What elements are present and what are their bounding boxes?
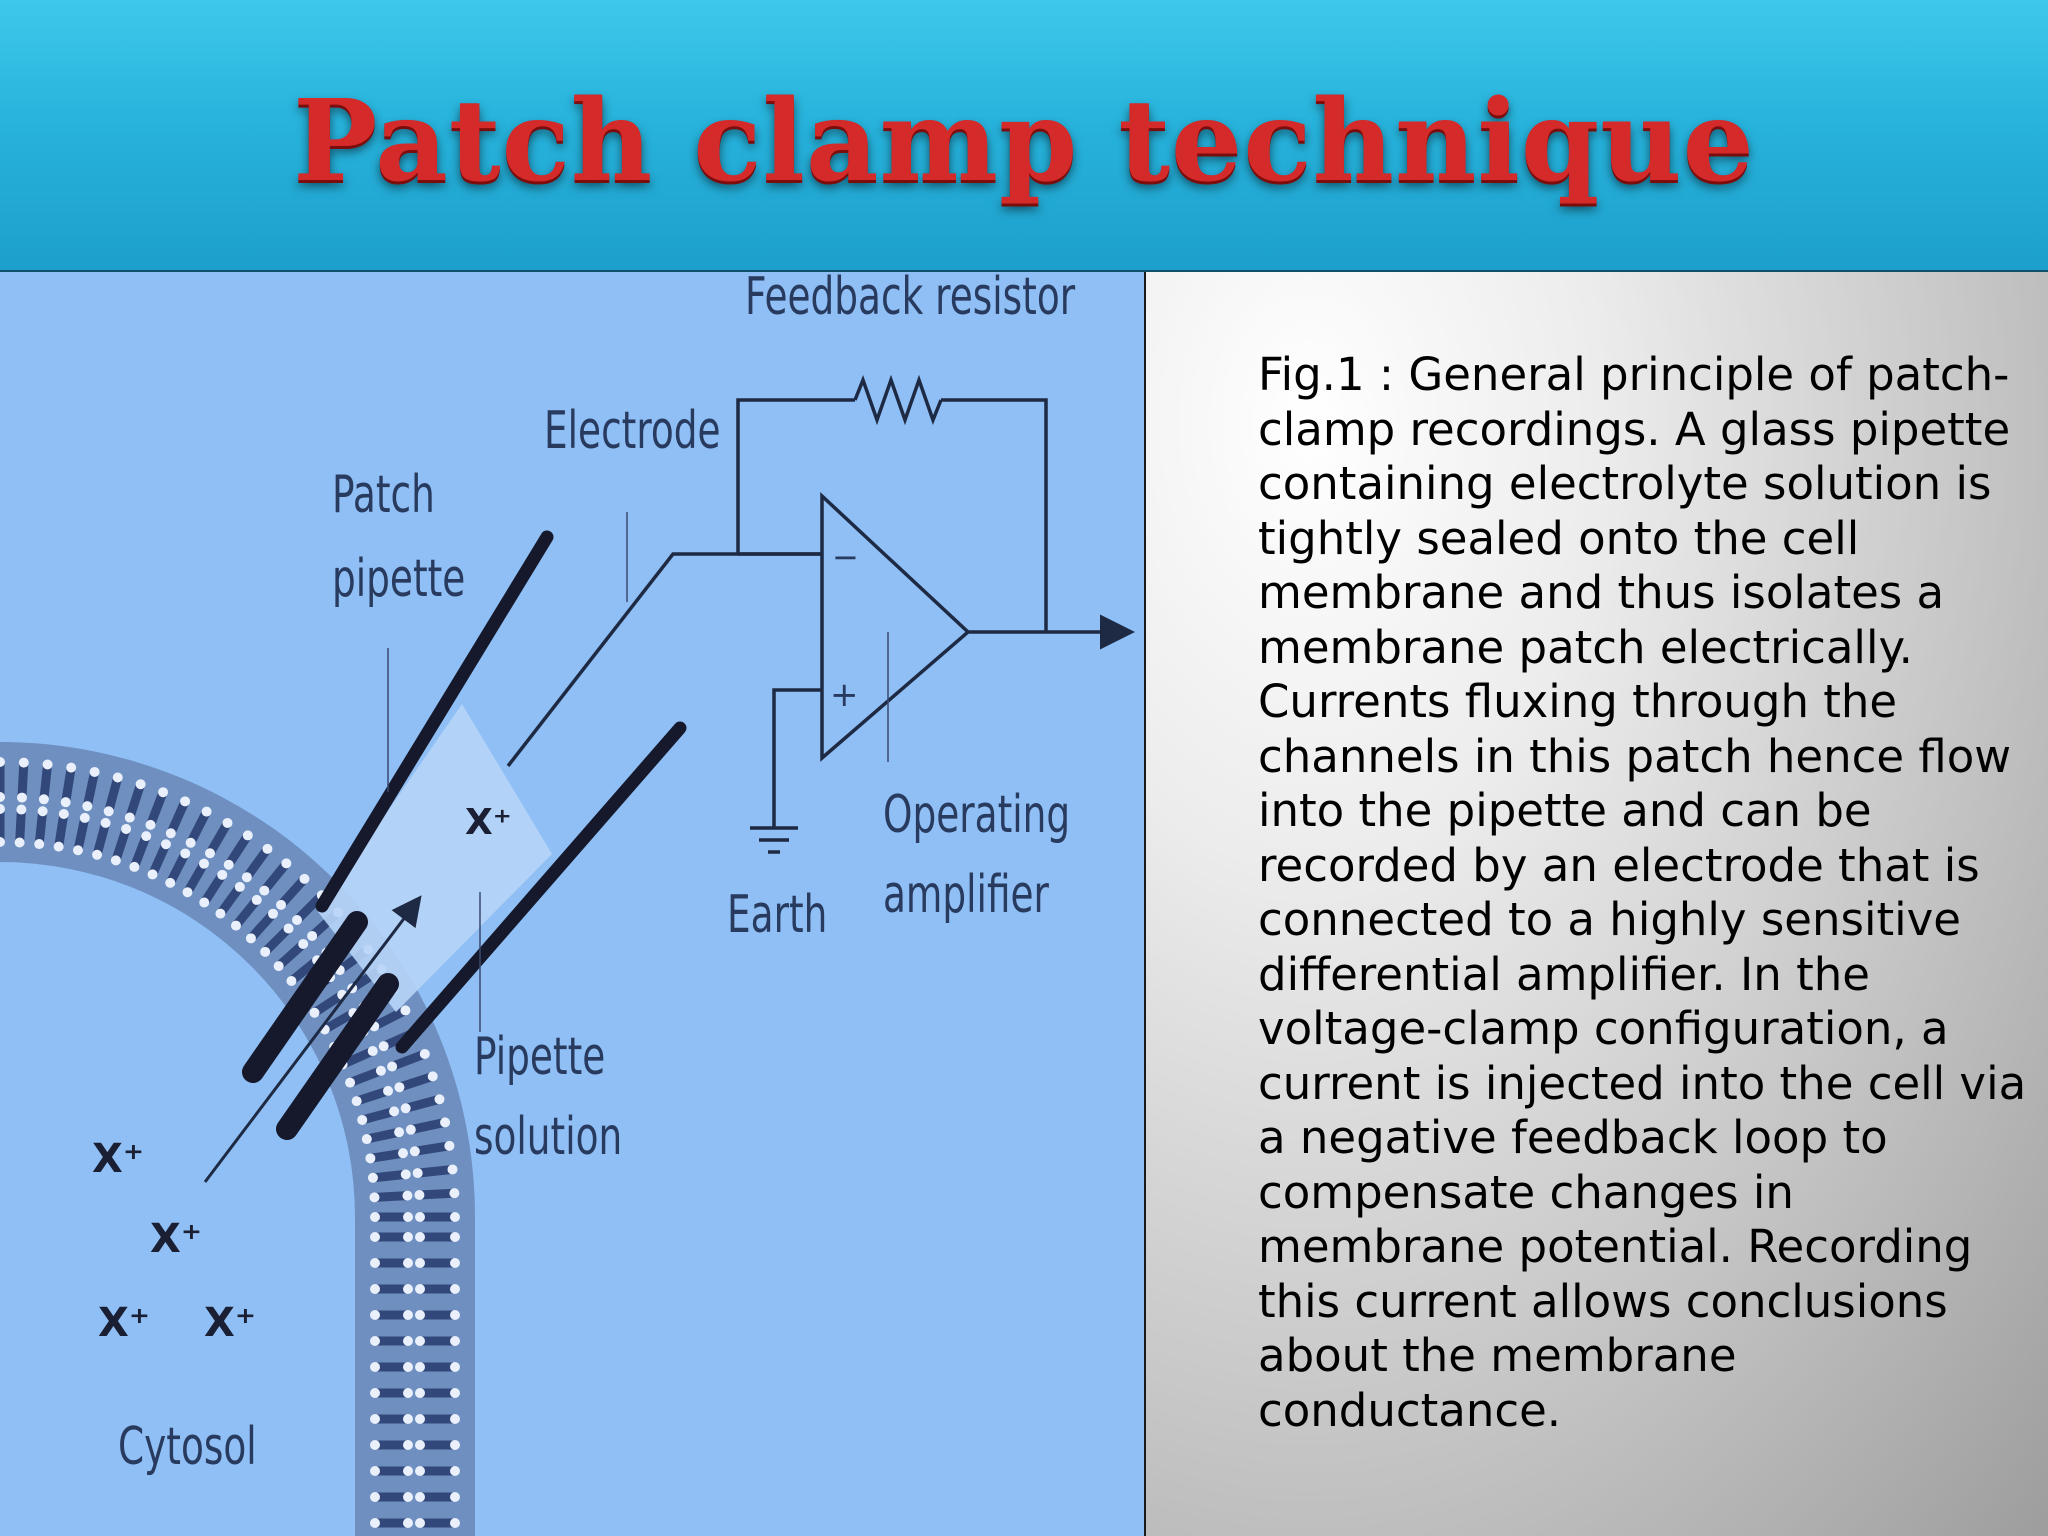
slide-title: Patch clamp technique <box>293 76 1755 207</box>
caption-panel: Fig.1 : General principle of patch-clamp… <box>1146 272 2048 1536</box>
pipette-wall-lower <box>395 721 687 1054</box>
feedback-resistor-zigzag <box>853 374 943 426</box>
pipette-seal-upper <box>242 911 368 1083</box>
figure-caption: Fig.1 : General principle of patch-clamp… <box>1258 348 2027 1437</box>
feedback-resistor-label: Feedback resistor <box>745 272 1075 327</box>
electrode-label: Electrode <box>544 400 721 461</box>
operational-amplifier-symbol <box>820 491 971 762</box>
amplifier-minus-sign: − <box>832 538 859 576</box>
ion-cytosol-2: X⁺ <box>150 1216 202 1262</box>
pipette-solution-label-line2: solution <box>474 1106 622 1167</box>
patch-pipette-label-line2: pipette <box>332 548 465 609</box>
circuit-wiring <box>506 374 1135 854</box>
ion-cytosol-3: X⁺ <box>98 1300 150 1346</box>
operating-amplifier-label-line1: Operating <box>883 784 1070 845</box>
title-bar: Patch clamp technique <box>0 0 2048 272</box>
ion-in-pipette: X⁺ <box>465 802 512 843</box>
cytosol-label: Cytosol <box>118 1416 257 1477</box>
ion-cytosol-1: X⁺ <box>92 1136 144 1182</box>
feedback-loop-right <box>941 398 1048 632</box>
pipette-solution-label-line1: Pipette <box>474 1026 605 1087</box>
amplifier-plus-sign: + <box>830 675 859 715</box>
feedback-loop-left <box>736 398 855 554</box>
ion-cytosol-4: X⁺ <box>204 1300 256 1346</box>
non-inverting-input-wire <box>772 688 822 828</box>
diagram-canvas: Feedback resistor Electrode Patch pipett… <box>0 272 1135 1536</box>
patch-pipette-label-line1: Patch <box>332 464 435 525</box>
earth-label: Earth <box>727 884 827 945</box>
patch-clamp-diagram: Feedback resistor Electrode Patch pipett… <box>0 272 1146 1536</box>
pipette-seal-lower <box>276 973 399 1140</box>
pipette-wall-upper <box>315 530 554 913</box>
label-leaders <box>387 512 889 1032</box>
pipette-solution-area <box>318 704 552 1012</box>
current-flow-arrow <box>203 895 422 1183</box>
operating-amplifier-label-line2: amplifier <box>883 864 1049 925</box>
